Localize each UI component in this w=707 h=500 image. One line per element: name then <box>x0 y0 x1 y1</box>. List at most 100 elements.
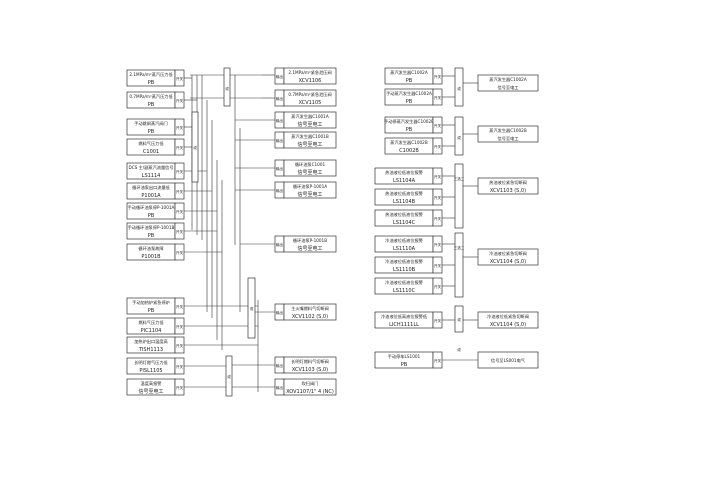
right-input-6: 热油液位低液位报警 LS1104B 开关 <box>374 188 455 206</box>
left-input-13: 长明灯燃气压力低 PISL1105 开关 <box>126 357 226 375</box>
right-gate-5: 或 <box>454 305 478 333</box>
left-output-7-tag: 信号至电工 <box>297 245 322 252</box>
left-input-8-tag: PB <box>148 233 155 239</box>
right-input-4-label: 蒸汽发生器C1002B <box>390 139 428 146</box>
right-input-1-type: 开关 <box>434 74 442 79</box>
left-output-4: 输出 蒸汽发生器C1001B 信号至电工 <box>235 131 337 149</box>
right-input-10-tag: LS1110C <box>393 288 416 294</box>
left-input-7-type: 开关 <box>176 209 184 214</box>
left-gates: 或 或 或 或 <box>191 67 256 397</box>
right-gate-5-label: 或 <box>457 317 461 322</box>
left-output-5: 输出 循环油泵C1001 信号至电工 <box>235 159 337 177</box>
left-input-6-tag: P1001A <box>141 193 161 199</box>
left-output-column: 输出 2.1MPa/m²紧急泄压阀 XCV1106 输出 0.7MPa/m²紧急… <box>232 67 337 396</box>
left-input-10: 手动加热炉紧急停炉 PB 开关 <box>126 297 258 315</box>
right-output-3-tag: XCV1103 (S,0) <box>490 188 526 194</box>
left-output-4-tag: 信号至电工 <box>297 141 322 148</box>
left-logic-section: 2.1MPa/m²蒸汽压力低 PB 开关 0.7MPa/m²蒸汽压力低 PB 开… <box>126 67 337 397</box>
left-input-12-type: 开关 <box>176 343 184 348</box>
left-output-6: 输出 循环油泵P-1001A 信号至电工 <box>235 181 337 199</box>
right-input-9-type: 开关 <box>434 263 442 268</box>
left-input-10-label: 手动加热炉紧急停炉 <box>132 299 170 306</box>
right-input-10-label: 冷油液位低液位报警 <box>385 279 424 286</box>
left-output-10-tag: XOV1107/1" 4 (NC) <box>286 389 334 395</box>
left-input-10-tag: PB <box>148 308 155 314</box>
right-input-7: 热油液位低液位报警 LS1104C 开关 <box>374 209 455 227</box>
left-input-4: 燃料气压力低 C1001 开关 <box>126 138 192 156</box>
left-output-2-label: 0.7MPa/m²紧急泄压阀 <box>288 91 331 98</box>
right-gate-2: 或 <box>454 116 478 156</box>
right-gate-6-label: 或 <box>457 347 461 352</box>
left-output-7-label: 循环油泵P-1001B <box>293 237 327 244</box>
right-input-3-label: 手动停蒸汽发生器C1002B <box>384 118 434 125</box>
right-input-12-type: 开关 <box>434 358 442 363</box>
left-gate-4: 或 <box>225 355 233 397</box>
right-output-2: 蒸汽发生器C1002B 信号至电工 <box>477 125 539 143</box>
right-gate-3-label: 三选二 <box>454 176 465 181</box>
left-gate-4-label: 或 <box>227 374 231 379</box>
right-gate-3: 三选二 <box>454 163 478 229</box>
left-input-column: 2.1MPa/m²蒸汽压力低 PB 开关 0.7MPa/m²蒸汽压力低 PB 开… <box>126 69 258 396</box>
right-input-6-label: 热油液位低液位报警 <box>385 190 424 197</box>
left-output-10-label: 吹扫阀门 <box>302 380 319 387</box>
left-output-4-label: 蒸汽发生器C1001B <box>291 133 329 140</box>
left-output-10-type: 输出 <box>276 385 284 390</box>
right-input-11-label: 冷油液位低高液位报警低 <box>381 313 428 320</box>
right-input-1: 蒸汽发生器C1002A PB 开关 <box>384 67 455 85</box>
left-input-1-tag: PB <box>148 80 155 86</box>
left-gate-2: 或 <box>191 111 199 183</box>
left-output-4-type: 输出 <box>276 138 284 143</box>
left-output-1-label: 2.1MPa/m²紧急泄压阀 <box>288 69 331 76</box>
left-output-7: 输出 循环油泵P-1001B 信号至电工 <box>240 235 337 253</box>
left-input-2-tag: PB <box>148 102 155 108</box>
left-input-14-label: 温度高报警 <box>141 380 163 387</box>
left-output-2-tag: XCV1105 <box>299 100 322 106</box>
left-input-5-label: DCS 主/副蒸汽流量信号 <box>128 164 173 171</box>
left-input-9: 循环油泵故障 P1001B 开关 <box>126 243 222 261</box>
right-input-4-type: 开关 <box>434 144 442 149</box>
left-output-6-tag: 信号至电工 <box>297 191 322 198</box>
left-input-1: 2.1MPa/m²蒸汽压力低 PB 开关 <box>126 69 192 87</box>
right-input-3: 手动停蒸汽发生器C1002B PB 开关 <box>384 116 455 134</box>
right-output-5: 冷油液位低紧急切断阀 XCV1104 (S,0) <box>477 311 539 329</box>
left-input-14-tag: 信号至电工 <box>138 388 163 395</box>
left-output-9-label: 长明灯燃料气切断阀 <box>291 358 329 365</box>
left-input-11-tag: PIC1104 <box>141 328 162 334</box>
left-gate-3-label: 或 <box>250 306 254 311</box>
right-input-1-label: 蒸汽发生器C1002A <box>390 69 428 76</box>
right-output-5-label: 冷油液位低紧急切断阀 <box>487 313 529 320</box>
left-input-8-type: 开关 <box>176 229 184 234</box>
left-input-2: 0.7MPa/m²蒸汽压力低 PB 开关 <box>126 91 197 109</box>
left-input-13-tag: PISL1105 <box>139 368 162 374</box>
left-output-8-tag: XCV1102 (S,0) <box>292 314 328 320</box>
right-gate-6: 或 <box>457 347 461 352</box>
right-input-8-type: 开关 <box>434 242 442 247</box>
right-input-3-tag: PB <box>406 127 413 133</box>
left-gate-3: 或 <box>247 277 256 339</box>
left-input-13-type: 开关 <box>176 364 184 369</box>
right-output-3-label: 热油液位紧急切断阀 <box>489 179 527 186</box>
left-input-8-label: 手动循环油泵停P-1001B <box>128 224 175 231</box>
left-input-5-type: 开关 <box>176 169 184 174</box>
right-input-2-type: 开关 <box>434 95 442 100</box>
right-output-1-tag: 信号至电工 <box>498 84 519 91</box>
left-input-11: 燃料气压力低 PIC1104 开关 <box>126 317 258 335</box>
left-output-9-type: 输出 <box>276 363 284 368</box>
right-output-4-label: 冷油液位紧急切断阀 <box>489 250 527 257</box>
left-input-4-type: 开关 <box>176 145 184 150</box>
right-input-7-tag: LS1104C <box>393 220 416 226</box>
left-output-6-label: 循环油泵P-1001A <box>293 183 327 190</box>
left-output-1-tag: XCV1106 <box>299 78 322 84</box>
left-input-12: 加热炉出口温度高 TISH1113 开关 <box>126 336 258 354</box>
right-output-column: 蒸汽发生器C1002A 信号至电工 蒸汽发生器C1002B 信号至电工 热油液位… <box>477 74 539 369</box>
left-gate-1-label: 或 <box>225 86 229 91</box>
left-output-10: 输出 吹扫阀门 XOV1107/1" 4 (NC) <box>232 378 337 396</box>
right-output-1-label: 蒸汽发生器C1002A <box>489 76 527 83</box>
right-output-2-label: 蒸汽发生器C1002B <box>489 127 527 134</box>
left-output-1-type: 输出 <box>276 74 284 79</box>
right-input-11: 冷油液位低高液位报警低 LICH1111LL 开关 <box>374 311 455 329</box>
right-input-4: 蒸汽发生器C1002B C1002B 开关 <box>384 137 455 155</box>
right-input-12-label: 手动停车LS1001 <box>388 353 421 360</box>
left-input-8: 手动循环油泵停P-1001B PB 开关 <box>126 222 217 240</box>
